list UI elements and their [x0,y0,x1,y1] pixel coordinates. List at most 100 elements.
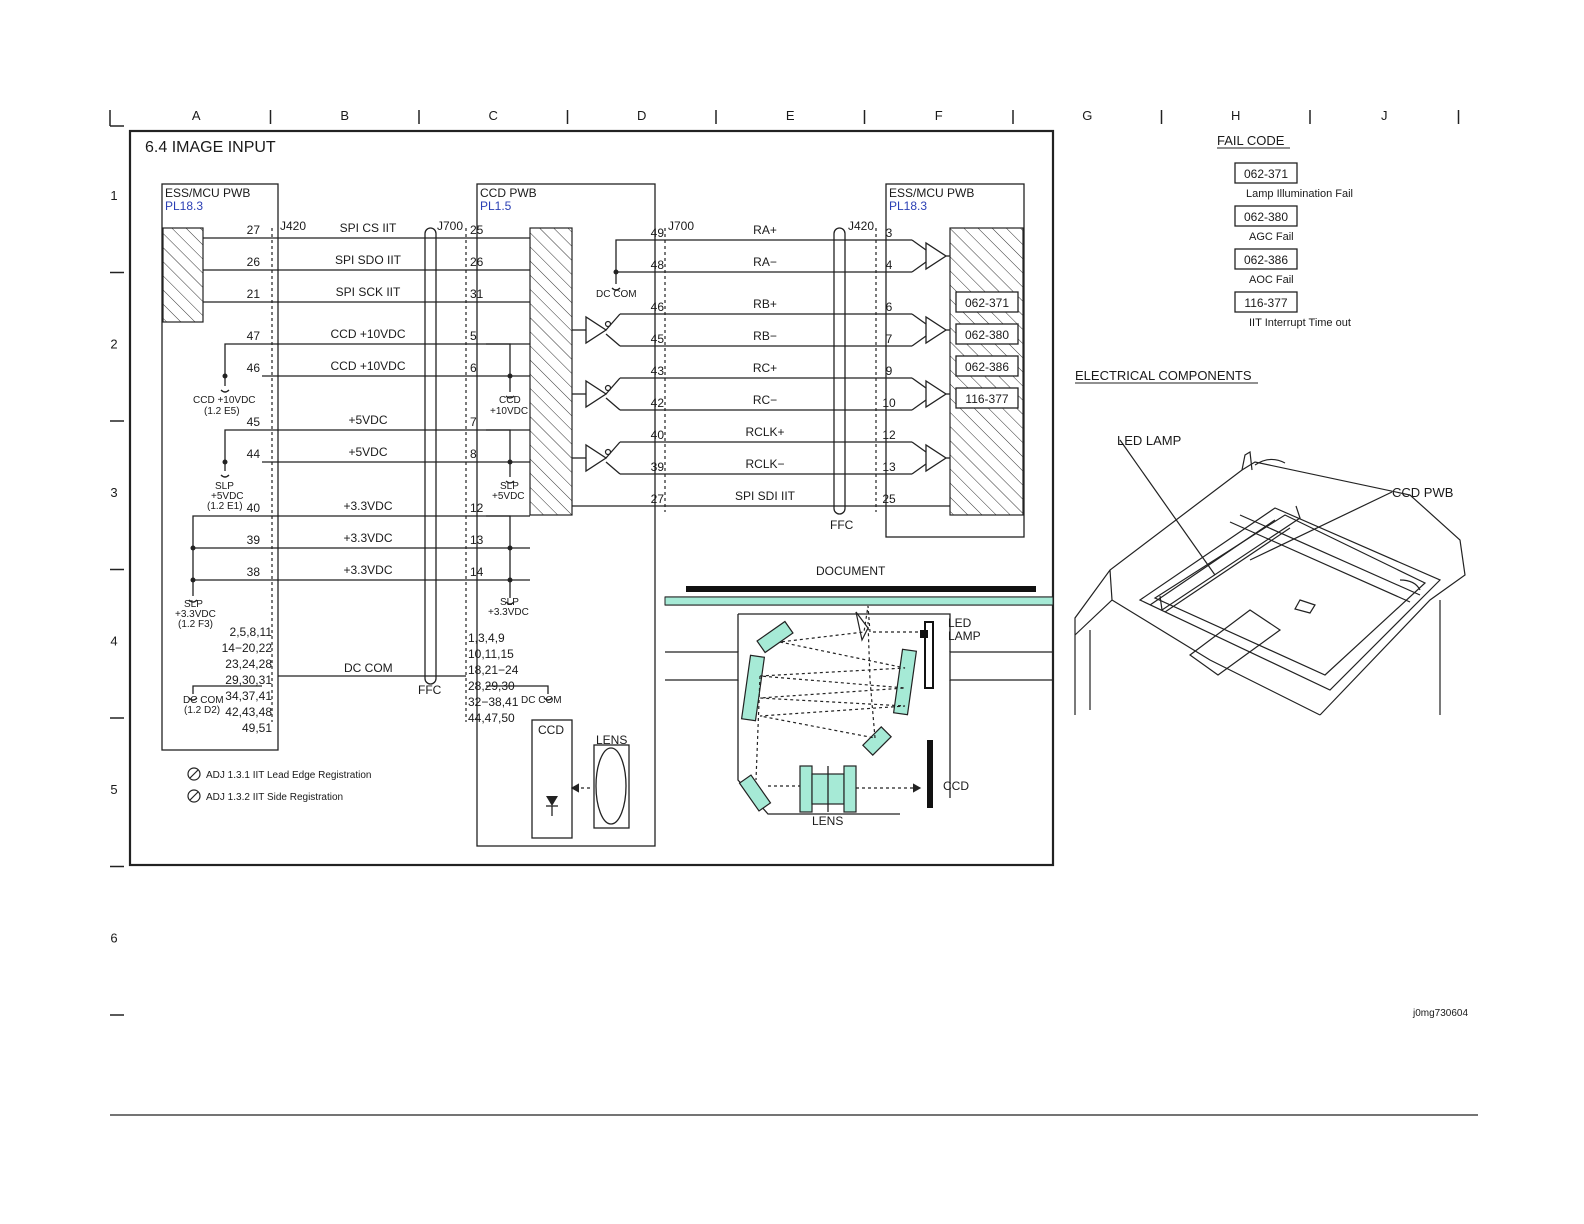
ess-pin-25: 25 [882,492,896,506]
signal-label: +5VDC [348,445,387,459]
svg-text:062-386: 062-386 [965,360,1009,374]
svg-text:062-380: 062-380 [965,328,1009,342]
ccd-pin-14: 14 [470,565,484,579]
ccd-pin-40: 40 [651,428,665,442]
ccd-pin-6: 6 [470,361,477,375]
signal-label: RB− [753,329,777,343]
fail-code-value: 062-380 [1244,210,1288,224]
fail-code-box [1234,205,1298,227]
ess-pin-6: 6 [886,300,893,314]
signal-label: RC− [753,393,777,407]
svg-text:(1.2 E5): (1.2 E5) [204,406,240,417]
left-pin-45: 45 [247,415,261,429]
scanner-drawing [1074,439,1466,716]
svg-text:(1.2 F3): (1.2 F3) [178,619,213,630]
svg-text:CCD: CCD [943,779,969,793]
svg-text:J700: J700 [668,219,694,233]
ground-labels: CCD +10VDC (1.2 E5) SLP +5VDC (1.2 E1) S… [175,289,637,716]
ccd-pin-39: 39 [651,460,665,474]
left-pin-27: 27 [247,223,261,237]
svg-text:ADJ 1.3.1 IIT Lead Edge Regist: ADJ 1.3.1 IIT Lead Edge Registration [206,770,371,781]
svg-text:ESS/MCU PWB: ESS/MCU PWB [889,186,974,200]
svg-text:LED: LED [948,616,972,630]
grid-col-C: C [489,108,498,123]
led-lamp-label: LED LAMP [1117,433,1181,448]
fail-code-desc: AGC Fail [1249,231,1294,243]
ccd-pin-12: 12 [470,501,484,515]
grid-row-4: 4 [110,634,117,649]
svg-text:J420: J420 [848,219,874,233]
ccd-pin-7: 7 [470,415,477,429]
left-pin-44: 44 [247,447,261,461]
grid-row-1: 1 [110,188,117,203]
svg-text:J700: J700 [437,219,463,233]
signal-label: RA− [753,255,777,269]
left-pin-21: 21 [247,287,261,301]
svg-text:CCD: CCD [538,723,564,737]
ccd-pin-5: 5 [470,329,477,343]
svg-text:CCD: CCD [499,395,521,406]
grid-col-A: A [192,108,201,123]
ess-pin-10: 10 [882,396,896,410]
signal-label: RCLK− [745,457,784,471]
signal-label: RC+ [753,361,777,375]
ccd-pin-45: 45 [651,332,665,346]
ffc-label-right: FFC [830,518,854,532]
signal-label: +3.3VDC [343,563,392,577]
svg-text:+3.3VDC: +3.3VDC [488,607,529,618]
ess-pin-13: 13 [882,460,896,474]
fail-code-value: 062-386 [1244,253,1288,267]
fail-code-box [1234,162,1298,184]
fail-code-desc: AOC Fail [1249,274,1294,286]
svg-text:SLP: SLP [500,597,519,608]
svg-text:34,37,41: 34,37,41 [225,689,272,703]
signal-label: CCD +10VDC [330,359,405,373]
ccd-pin-25: 25 [470,223,484,237]
ess-pin-4: 4 [886,258,893,272]
signal-label: +3.3VDC [343,499,392,513]
signal-label: RA+ [753,223,777,237]
fail-code-box [1234,291,1298,313]
svg-text:44,47,50: 44,47,50 [468,711,515,725]
svg-text:DC COM: DC COM [521,695,562,706]
svg-text:SLP: SLP [215,481,234,492]
left-pin-39: 39 [247,533,261,547]
svg-text:ADJ 1.3.2 IIT Side Registratio: ADJ 1.3.2 IIT Side Registration [206,792,343,803]
svg-text:10,11,15: 10,11,15 [468,647,514,661]
ccd-pin-43: 43 [651,364,665,378]
ffc-label-left: FFC [418,683,442,697]
grid-col-J: J [1381,108,1388,123]
ccd-pin-42: 42 [651,396,665,410]
electrical-components-heading: ELECTRICAL COMPONENTS [1075,368,1252,383]
fail-code-desc: Lamp Illumination Fail [1246,188,1353,200]
svg-text:49,51: 49,51 [242,721,272,735]
left-pin-26: 26 [247,255,261,269]
signal-label: SPI SCK IIT [336,285,401,299]
fail-code-heading: FAIL CODE [1217,133,1285,148]
ess-pin-9: 9 [886,364,893,378]
diagram-frame [128,129,1055,867]
fail-code-value: 116-377 [1244,296,1287,310]
signal-label: SPI CS IIT [340,221,397,235]
ccd-pin-31: 31 [470,287,484,301]
svg-text:PL18.3: PL18.3 [165,199,203,213]
svg-text:PL1.5: PL1.5 [480,199,512,213]
grid-col-G: G [1082,108,1092,123]
ccd-pin-46: 46 [651,300,665,314]
svg-text:2,5,8,11: 2,5,8,11 [230,625,273,639]
ccd-pin-49: 49 [651,226,665,240]
svg-text:062-371: 062-371 [965,296,1009,310]
ccd-pin-48: 48 [651,258,665,272]
grid-col-F: F [935,108,943,123]
svg-text:ESS/MCU PWB: ESS/MCU PWB [165,186,250,200]
grid-row-2: 2 [110,337,117,352]
signal-label: +3.3VDC [343,531,392,545]
svg-text:PL18.3: PL18.3 [889,199,927,213]
ccd-pin-13: 13 [470,533,484,547]
connector-lines: FFC FFC [271,227,877,722]
svg-text:CCD PWB: CCD PWB [480,186,537,200]
grid-col-E: E [786,108,795,123]
